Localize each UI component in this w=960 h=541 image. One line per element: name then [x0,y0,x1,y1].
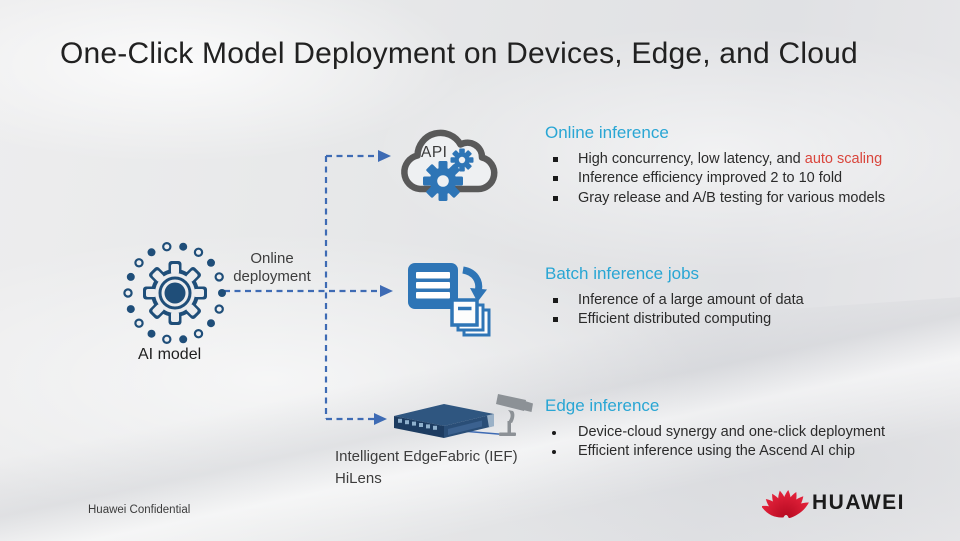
bullet-square-icon [553,298,558,303]
edge-device-label: Intelligent EdgeFabric (IEF) HiLens [335,446,518,490]
gear-dots-icon [123,242,226,345]
edge-inference-heading: Edge inference [545,396,660,415]
bullet-square-icon [553,317,558,323]
section-batch-inference: Batch inference jobs Inference of a larg… [545,263,890,330]
bullet-text: Gray release and A/B testing for various… [578,189,886,206]
list-item: Gray release and A/B testing for various… [545,189,890,208]
bullet-dot-icon [552,431,556,435]
list-item: High concurrency, low latency, and auto … [545,150,890,169]
bullet-text: Inference of a large amount of data [578,292,804,308]
ai-model-label: AI model [138,346,202,363]
edge-switch-icon [394,394,533,438]
huawei-flower-icon [762,490,809,518]
confidential-note: Huawei Confidential [88,504,191,516]
bullet-text: Efficient inference using the Ascend AI … [578,443,856,460]
section-edge-inference: Edge inference Device-cloud synergy and … [545,395,890,462]
list-item: Inference of a large amount of data [545,291,890,310]
edge-device-label-line2: HiLens [335,470,382,487]
section-online-inference: Online inference High concurrency, low l… [545,122,890,208]
list-item: Device-cloud synergy and one-click deplo… [545,423,890,442]
document-copy-icon [408,263,491,337]
bullet-text: Device-cloud synergy and one-click deplo… [578,424,886,440]
list-item: Inference efficiency improved 2 to 10 fo… [545,169,890,188]
bullet-dot-icon [552,450,556,455]
highlighted-text: auto scaling [804,151,883,167]
big-gear-icon [423,161,463,201]
list-item: Efficient inference using the Ascend AI … [545,442,890,461]
list-item: Efficient distributed computing [545,310,890,329]
bullet-text: Inference efficiency improved 2 to 10 fo… [578,170,843,187]
huawei-wordmark: HUAWEI [812,491,905,514]
cloud-gears-icon [401,129,498,201]
slide-title: One-Click Model Deployment on Devices, E… [60,37,858,70]
bullet-text: High concurrency, low latency, and auto … [578,151,883,167]
bullet-square-icon [553,157,558,162]
batch-inference-heading: Batch inference jobs [545,264,700,283]
camera-icon [496,394,533,436]
bullet-square-icon [553,176,558,182]
bullet-square-icon [553,195,558,201]
bullet-text: Efficient distributed computing [578,311,772,328]
api-label: API [421,144,448,161]
online-inference-heading: Online inference [545,123,669,142]
online-deployment-label: Online deployment [233,250,311,285]
edge-device-label-line1: Intelligent EdgeFabric (IEF) [335,448,518,465]
